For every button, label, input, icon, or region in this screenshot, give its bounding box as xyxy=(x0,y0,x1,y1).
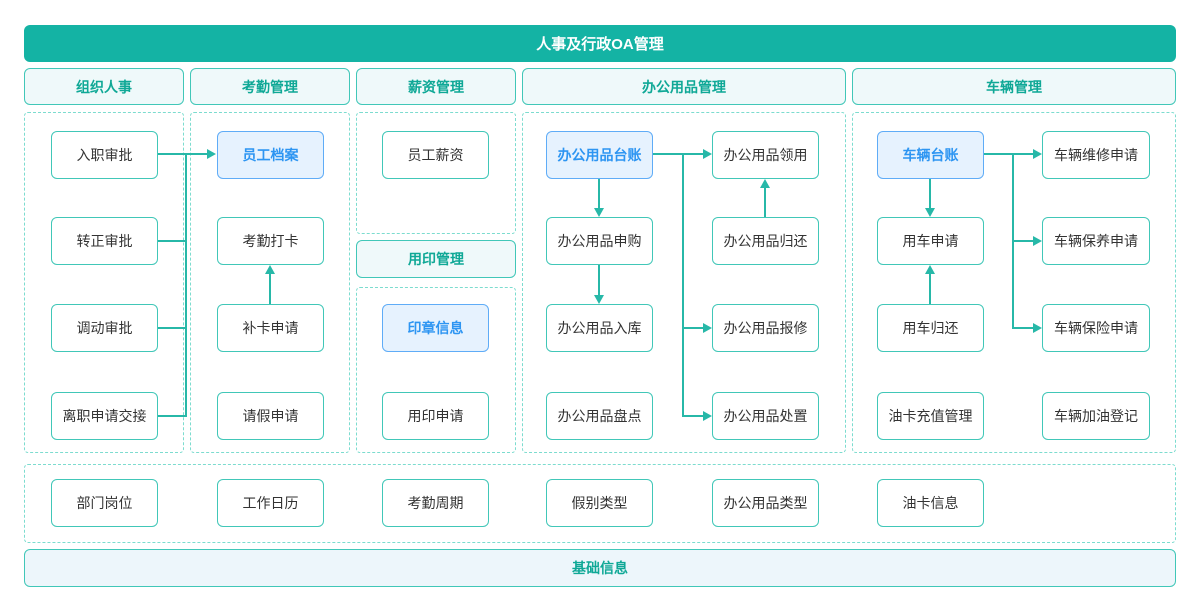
node-vehicle-ledger: 车辆台账 xyxy=(877,131,984,179)
node-office-supplies-purchase: 办公用品申购 xyxy=(546,217,653,265)
node-attendance-cycle: 考勤周期 xyxy=(382,479,489,527)
node-employee-salary: 员工薪资 xyxy=(382,131,489,179)
column-header-office-supplies: 办公用品管理 xyxy=(522,68,846,105)
node-vehicle-return: 用车归还 xyxy=(877,304,984,352)
connector-ledger-to-purchase xyxy=(598,179,600,209)
node-office-supplies-repair: 办公用品报修 xyxy=(712,304,819,352)
node-vehicle-maintenance-request: 车辆保养申请 xyxy=(1042,217,1150,265)
node-vehicle-repair-request: 车辆维修申请 xyxy=(1042,131,1150,179)
node-seal-info: 印章信息 xyxy=(382,304,489,352)
node-leave-request: 请假申请 xyxy=(217,392,324,440)
node-office-supplies-stocktaking: 办公用品盘点 xyxy=(546,392,653,440)
section-org xyxy=(24,112,184,453)
column-header-attendance: 考勤管理 xyxy=(190,68,350,105)
diagram-title-bar: 人事及行政OA管理 xyxy=(24,25,1176,62)
section-salary xyxy=(356,112,516,234)
node-clock-in-correction: 补卡申请 xyxy=(217,304,324,352)
arrowhead-to-disposal xyxy=(703,411,712,421)
connector-branch-to-insurance xyxy=(1013,327,1034,329)
section-attendance xyxy=(190,112,350,453)
arrowhead-vehicle-return-to-use-request xyxy=(925,265,935,274)
arrowhead-to-requisition xyxy=(703,149,712,159)
node-transfer-approval: 调动审批 xyxy=(51,304,158,352)
arrowhead-to-clock-in xyxy=(265,265,275,274)
connector-office-trunk xyxy=(682,153,684,417)
connector-ledger-to-requisition xyxy=(653,153,704,155)
arrowhead-to-employee-file xyxy=(207,149,216,159)
footer-basic-info-bar: 基础信息 xyxy=(24,549,1176,587)
section-basic-info xyxy=(24,464,1176,543)
node-employee-file: 员工档案 xyxy=(217,131,324,179)
connector-correction-to-clock-in xyxy=(269,273,271,304)
column-header-vehicle: 车辆管理 xyxy=(852,68,1176,105)
node-vehicle-use-request: 用车申请 xyxy=(877,217,984,265)
column-header-org: 组织人事 xyxy=(24,68,184,105)
connector-org-trunk xyxy=(185,153,187,417)
connector-purchase-to-stock-in xyxy=(598,265,600,296)
column-header-salary: 薪资管理 xyxy=(356,68,516,105)
node-attendance-clock-in: 考勤打卡 xyxy=(217,217,324,265)
connector-return-to-requisition xyxy=(764,187,766,217)
arrowhead-to-vehicle-maintenance xyxy=(1033,236,1042,246)
node-office-supplies-stock-in: 办公用品入库 xyxy=(546,304,653,352)
arrowhead-to-vehicle-use-request xyxy=(925,208,935,217)
connector-branch-to-disposal xyxy=(683,415,704,417)
connector-vehicle-ledger-to-repair-request xyxy=(984,153,1034,155)
connector-branch-to-repair xyxy=(683,327,704,329)
node-fuel-card-recharge: 油卡充值管理 xyxy=(877,392,984,440)
connector-resignation-stub xyxy=(158,415,187,417)
arrowhead-to-vehicle-insurance xyxy=(1033,323,1042,333)
connector-transfer-stub xyxy=(158,327,187,329)
node-department-position: 部门岗位 xyxy=(51,479,158,527)
node-work-calendar: 工作日历 xyxy=(217,479,324,527)
node-office-supplies-ledger: 办公用品台账 xyxy=(546,131,653,179)
node-leave-type: 假别类型 xyxy=(546,479,653,527)
node-office-supplies-return: 办公用品归还 xyxy=(712,217,819,265)
arrowhead-to-vehicle-repair-request xyxy=(1033,149,1042,159)
arrowhead-to-purchase xyxy=(594,208,604,217)
node-office-supplies-requisition: 办公用品领用 xyxy=(712,131,819,179)
node-regularization-approval: 转正审批 xyxy=(51,217,158,265)
node-seal-use-request: 用印申请 xyxy=(382,392,489,440)
arrowhead-return-to-requisition xyxy=(760,179,770,188)
node-vehicle-insurance-request: 车辆保险申请 xyxy=(1042,304,1150,352)
node-fuel-card-info: 油卡信息 xyxy=(877,479,984,527)
arrowhead-to-stock-in xyxy=(594,295,604,304)
node-resignation-handover: 离职申请交接 xyxy=(51,392,158,440)
connector-branch-to-maintenance xyxy=(1013,240,1034,242)
section-vehicle xyxy=(852,112,1176,453)
node-vehicle-refuel-log: 车辆加油登记 xyxy=(1042,392,1150,440)
connector-vehicle-ledger-to-use-request xyxy=(929,179,931,209)
section-office-supplies xyxy=(522,112,846,453)
sub-header-seal-management: 用印管理 xyxy=(356,240,516,278)
connector-onboarding-to-employee-file xyxy=(158,153,208,155)
connector-regularization-stub xyxy=(158,240,187,242)
node-office-supplies-disposal: 办公用品处置 xyxy=(712,392,819,440)
node-onboarding-approval: 入职审批 xyxy=(51,131,158,179)
arrowhead-to-repair xyxy=(703,323,712,333)
connector-vehicle-return-to-use-request xyxy=(929,273,931,304)
node-office-supplies-type: 办公用品类型 xyxy=(712,479,819,527)
section-seal xyxy=(356,287,516,453)
